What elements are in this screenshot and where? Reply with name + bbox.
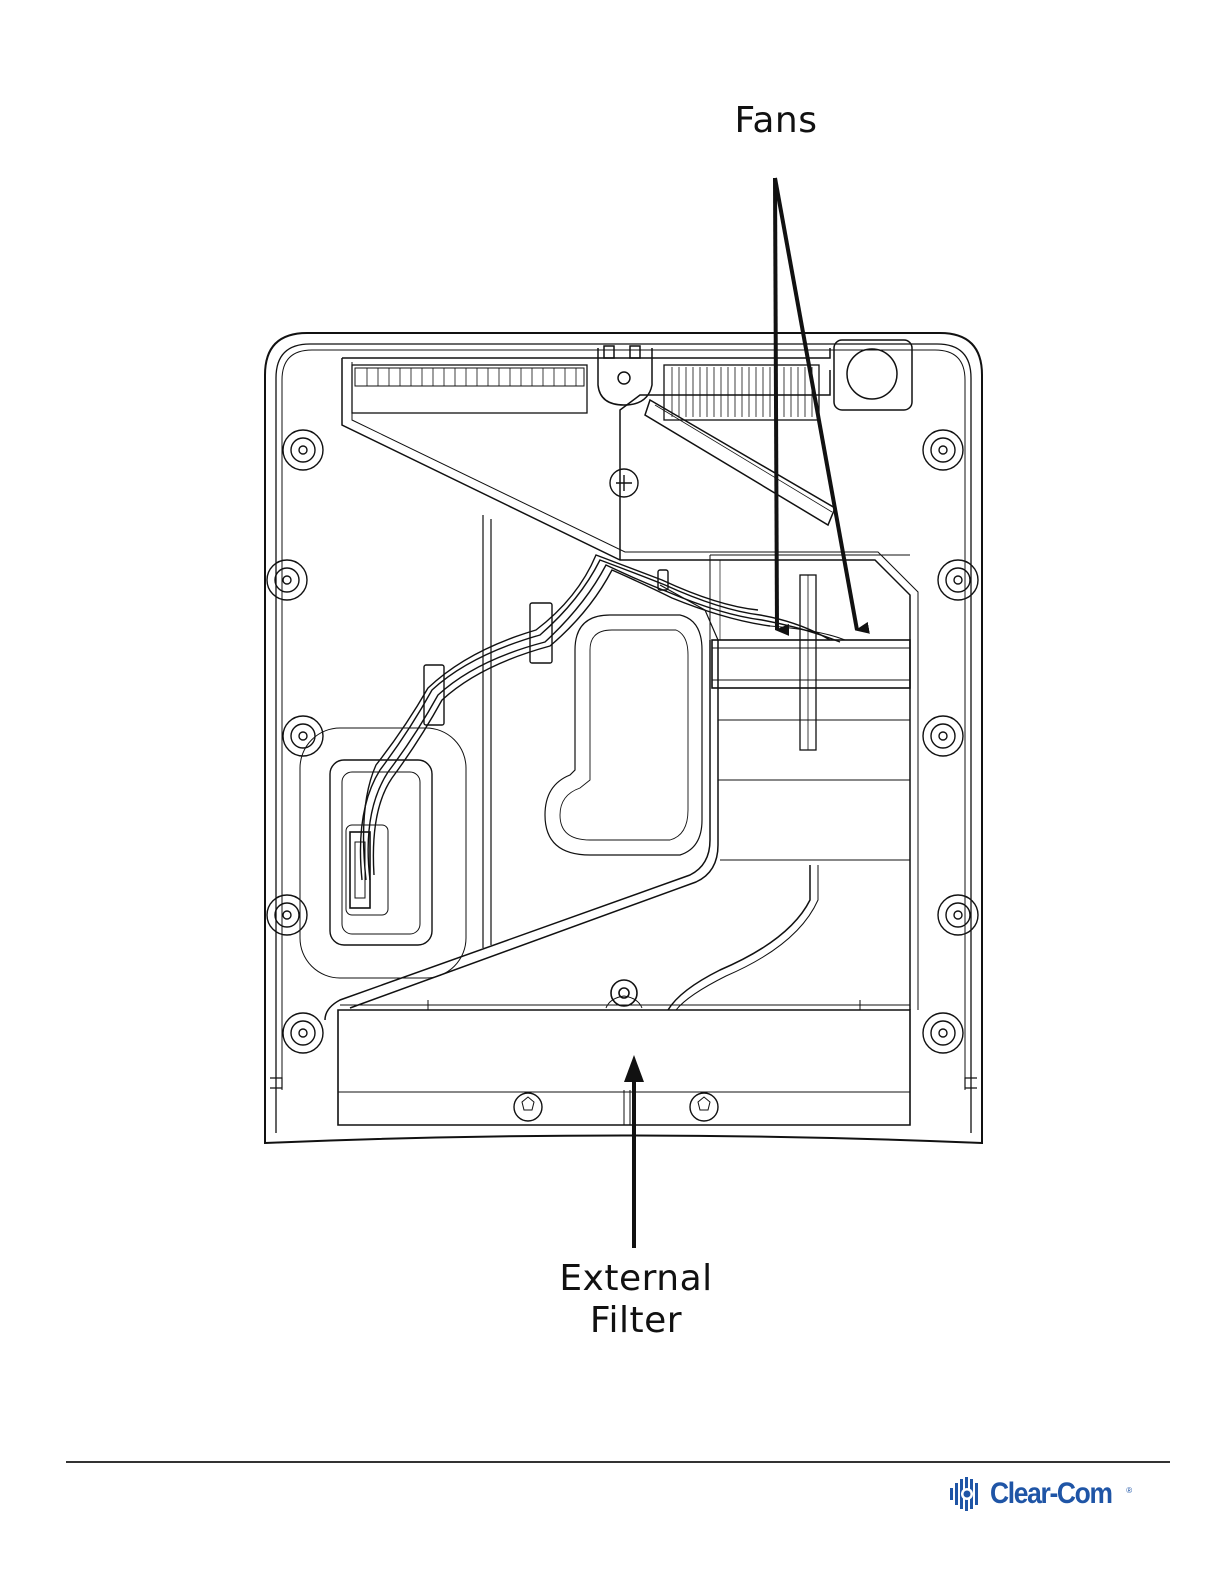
mounting-screws	[267, 430, 978, 1053]
external-filter-label-line1: External	[520, 1258, 752, 1300]
footer-divider	[66, 1461, 1170, 1463]
fans-label: Fans	[700, 100, 852, 142]
torx-screw-left	[514, 1093, 542, 1121]
external-filter-arrow	[624, 1055, 644, 1248]
wiring-harness	[360, 555, 845, 880]
external-filter-label-line2: Filter	[520, 1300, 752, 1342]
registered-mark: ®	[1126, 1486, 1132, 1495]
fan-assembly	[710, 555, 910, 860]
center-boss-top	[598, 346, 652, 405]
rear-partition	[668, 865, 818, 1010]
vent-grille-left	[352, 365, 587, 413]
center-partition	[483, 515, 491, 948]
fans-arrow-right	[775, 178, 857, 630]
side-notches	[270, 1078, 977, 1088]
filter-housing	[338, 980, 910, 1125]
inner-pocket	[545, 615, 702, 855]
phillips-screw-center	[610, 469, 638, 497]
fans-arrow-left	[775, 178, 777, 630]
inner-wall	[342, 348, 918, 1010]
torx-screw-right	[690, 1093, 718, 1121]
clear-com-logo: Clear-Com ®	[948, 1474, 1132, 1514]
bottom-diagonal-wall	[325, 640, 718, 1020]
external-filter-label: External Filter	[520, 1258, 752, 1342]
clear-com-logo-icon	[948, 1475, 986, 1513]
diagonal-duct	[645, 400, 835, 525]
vent-grille-right	[664, 365, 819, 420]
enclosure-outline	[265, 333, 982, 1143]
clear-com-logo-text: Clear-Com	[990, 1477, 1112, 1511]
fans-arrows	[775, 178, 857, 630]
